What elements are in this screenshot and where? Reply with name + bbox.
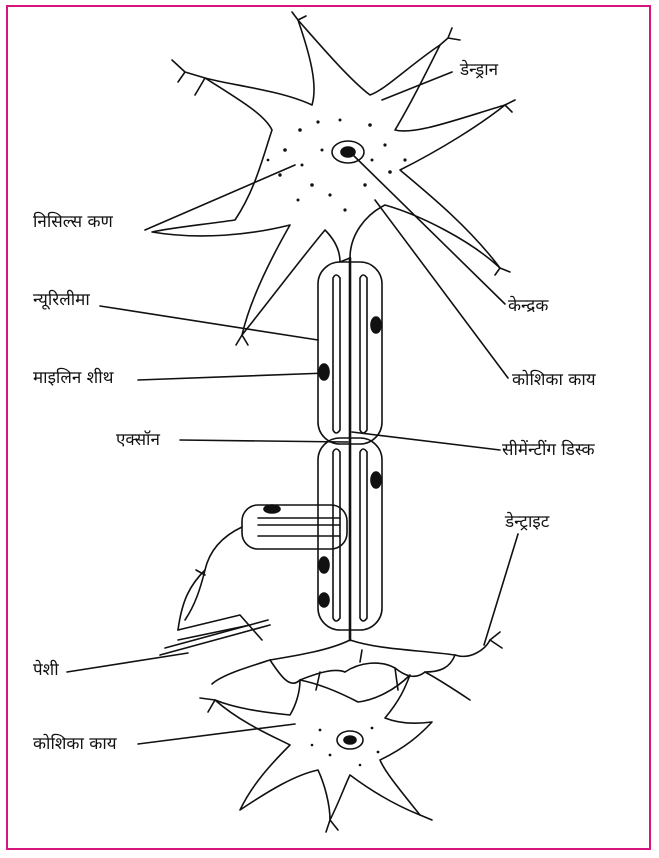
leader-dendron xyxy=(382,72,452,100)
label-nucleus: केन्द्रक xyxy=(508,296,548,316)
collateral-sheath xyxy=(242,505,347,549)
leader-neurilemma xyxy=(100,306,318,340)
label-neurilemma: न्यूरिलीमा xyxy=(33,290,90,310)
leader-muscle xyxy=(67,653,188,672)
label-dendrite: डेन्ट्राइट xyxy=(505,512,549,532)
bottom-cell-body xyxy=(215,675,432,820)
label-myelin-sheath: माइलिन शीथ xyxy=(33,368,114,388)
leader-dendrite xyxy=(484,534,518,645)
label-nissl-granules: निसिल्स कण xyxy=(33,212,113,232)
leader-axon xyxy=(180,440,348,442)
leader-cell-body-bottom xyxy=(138,724,295,744)
leader-nissl xyxy=(145,165,295,230)
leader-cell-body-top xyxy=(375,200,508,378)
label-cementing-disc: सीमेंन्टींग डिस्क xyxy=(502,440,595,460)
leader-nucleus xyxy=(350,152,505,304)
label-muscle: पेशी xyxy=(33,660,59,680)
leader-myelin xyxy=(138,373,327,380)
label-cell-body-top: कोशिका काय xyxy=(512,370,596,390)
label-axon: एक्सॉन xyxy=(116,430,160,450)
label-dendron: डेन्ड्रान xyxy=(460,60,498,80)
leader-cementing xyxy=(352,432,500,450)
top-cell-body xyxy=(152,20,505,335)
label-cell-body-bottom: कोशिका काय xyxy=(33,734,117,754)
